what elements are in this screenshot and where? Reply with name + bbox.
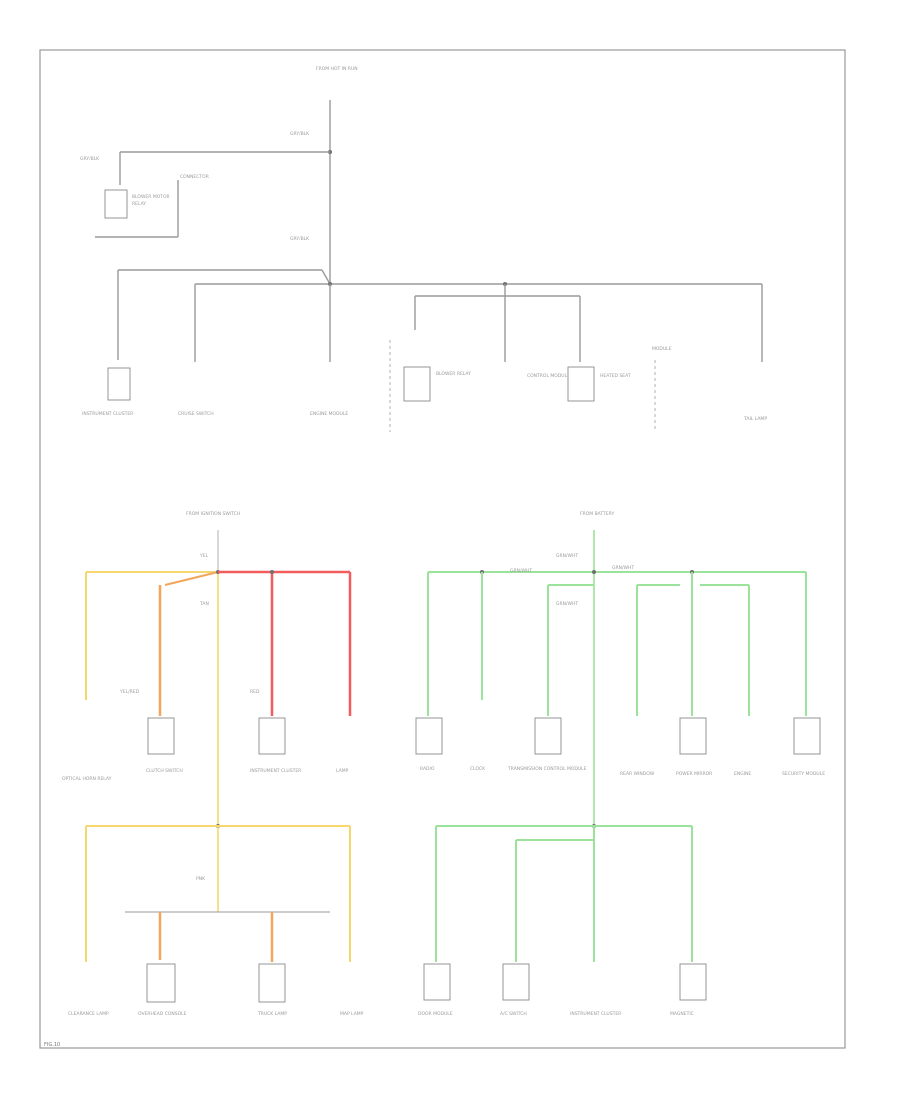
left-comp-0: OPTICAL HORN RELAY: [62, 776, 112, 782]
top-comp-2: ENGINE MODULE: [310, 411, 348, 417]
right-comp-1: CLOCK: [470, 766, 486, 772]
blower-module-box: [403, 366, 431, 402]
left-wire-1: YEL/RED: [119, 689, 140, 695]
top-comp-6: MODULE: [652, 346, 672, 352]
right-source-label: FROM BATTERY: [580, 511, 614, 517]
left-wire-0: YEL: [199, 553, 209, 559]
splice-left-red: [270, 570, 274, 574]
right-comp-9: INSTRUMENT CLUSTER: [570, 1011, 621, 1017]
right-bus-label-1: GRN/WHT: [510, 568, 532, 574]
magnetic-box: [679, 963, 707, 1001]
top-comp-5: HEATED SEAT: [600, 373, 631, 379]
left-wire-3: TAN: [199, 601, 209, 607]
power-mirror-box: [679, 717, 707, 755]
left-comp-4: CLEARANCE LAMP: [68, 1011, 109, 1017]
blower-relay-label-2: RELAY: [132, 201, 146, 207]
connector-note: CONNECTOR: [180, 174, 209, 180]
overhead-console-box: [146, 963, 176, 1003]
right-comp-7: DOOR MODULE: [418, 1011, 453, 1017]
left-wire-4: PNK: [196, 876, 206, 882]
right-comp-2: TRANSMISSION CONTROL MODULE: [507, 766, 587, 772]
top-comp-4: CONTROL MODULE: [527, 373, 570, 379]
radio-box: [415, 717, 443, 755]
top-wire-label: GRY/BLK: [290, 131, 310, 137]
left-comp-3: LAMP: [336, 768, 349, 774]
left-source-label: FROM IGNITION SWITCH: [186, 511, 240, 517]
left-comp-7: MAP LAMP: [340, 1011, 364, 1017]
blower-relay-box: [104, 189, 128, 219]
truck-lamp-box: [258, 963, 286, 1003]
left-comp-5: OVERHEAD CONSOLE: [138, 1011, 187, 1017]
security-box: [793, 717, 821, 755]
right-comp-0: RADIO: [420, 766, 435, 772]
cluster-box: [258, 717, 286, 755]
instrument-cluster-box: [107, 367, 131, 401]
blower-relay-label-1: BLOWER MOTOR: [132, 194, 170, 200]
right-comp-4: POWER MIRROR: [676, 771, 712, 777]
heated-seat-box: [567, 366, 595, 402]
top-comp-3: BLOWER RELAY: [436, 371, 471, 377]
page-id: FIG.10: [44, 1042, 60, 1048]
clutch-switch-box: [147, 717, 175, 755]
right-comp-6: SECURITY MODULE: [782, 771, 825, 777]
right-bus-label-2: GRN/WHT: [612, 565, 634, 571]
right-comp-3: REAR WINDOW: [620, 771, 655, 777]
lower-left-section: FROM IGNITION SWITCH YEL YEL/RED TAN RED…: [62, 511, 364, 1017]
splice-right-2: [592, 570, 596, 574]
top-source-label: FROM HOT IN RUN: [316, 66, 358, 72]
tcm-box: [534, 717, 562, 755]
top-section: FROM HOT IN RUN GRY/BLK GRY/BLK BLOWER M…: [80, 66, 767, 432]
right-wire-main: GRN/WHT: [556, 553, 578, 559]
lower-right-section: FROM BATTERY GRN/WHT GRN/WHT GRN/WHT GRN…: [415, 511, 825, 1017]
right-wire-drop: GRN/WHT: [556, 601, 578, 607]
left-wire-2: RED: [250, 689, 260, 695]
top-branch-wire: GRY/BLK: [80, 156, 100, 162]
trunk-wire-label-2: GRY/BLK: [290, 236, 310, 242]
ac-switch-box: [502, 963, 530, 1001]
right-comp-8: A/C SWITCH: [500, 1011, 527, 1017]
left-comp-1: CLUTCH SWITCH: [146, 768, 183, 774]
top-comp-0: INSTRUMENT CLUSTER: [82, 411, 133, 417]
top-comp-7: TAIL LAMP: [743, 416, 767, 422]
diagram-frame: [39, 49, 846, 1049]
left-comp-2: INSTRUMENT CLUSTER: [250, 768, 301, 774]
right-comp-5: ENGINE: [734, 771, 751, 777]
top-comp-1: CRUISE SWITCH: [178, 411, 214, 417]
right-comp-10: MAGNETIC: [670, 1011, 694, 1017]
left-comp-6: TRUCK LAMP: [257, 1011, 287, 1017]
door-module-box: [423, 963, 451, 1001]
